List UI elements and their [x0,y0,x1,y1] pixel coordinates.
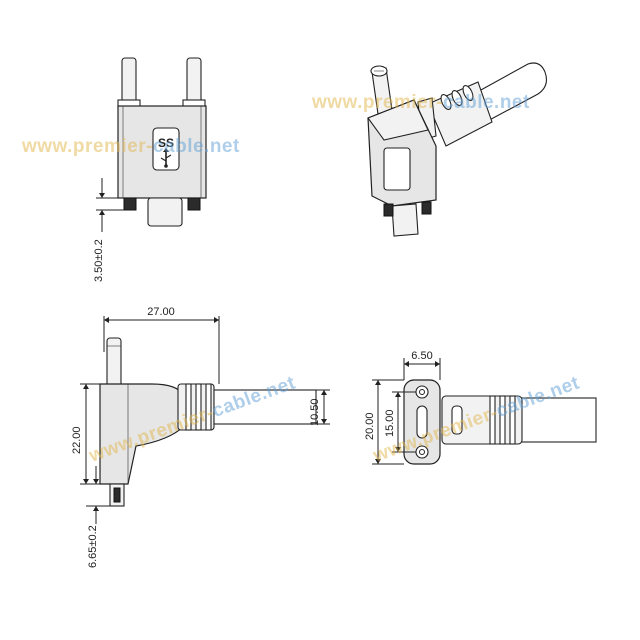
dim-side-length: 27.00 [147,306,175,318]
side-view: 27.00 22.00 10.50 6.65±0.2 [71,306,330,568]
dim-side-protrusion: 6.65±0.2 [87,525,99,568]
end-cable [519,397,597,443]
iso-boot-grips [440,85,474,110]
dim-side-height: 22.00 [71,426,83,454]
end-boot-grips [451,395,516,445]
iso-logo-badge [383,147,411,191]
iso-nut-left [383,203,394,217]
iso-cable [469,62,547,125]
front-view: SS 3.50±0.2 [93,57,207,282]
side-cable [213,389,317,425]
svg-text:SS: SS [158,136,174,150]
watermark-2: www.premier-cable.net [311,92,530,113]
side-screw [106,337,122,389]
end-slot [416,405,428,439]
end-view: 6.50 20.00 15.00 [364,350,597,465]
isometric-view [367,62,547,237]
iso-plug [391,203,419,237]
dim-cable-diameter: 10.50 [309,398,321,426]
iso-nut-right [421,201,432,215]
side-boot-grips [185,383,212,431]
dim-end-width: 6.50 [411,350,432,362]
usb-superspeed-icon: SS [158,136,174,168]
watermark-1: www.premier-cable.net [21,136,240,157]
dim-end-height: 20.00 [364,412,376,440]
front-nut-left [123,197,137,211]
end-hole-top [415,385,429,399]
side-plug-contact [113,487,121,503]
front-screw-left [121,57,137,105]
front-nut-right [187,197,201,211]
front-screw-right [186,57,202,105]
dim-end-slot: 15.00 [384,409,396,437]
front-plug [147,197,183,227]
dim-front-protrusion: 3.50±0.2 [93,239,105,282]
